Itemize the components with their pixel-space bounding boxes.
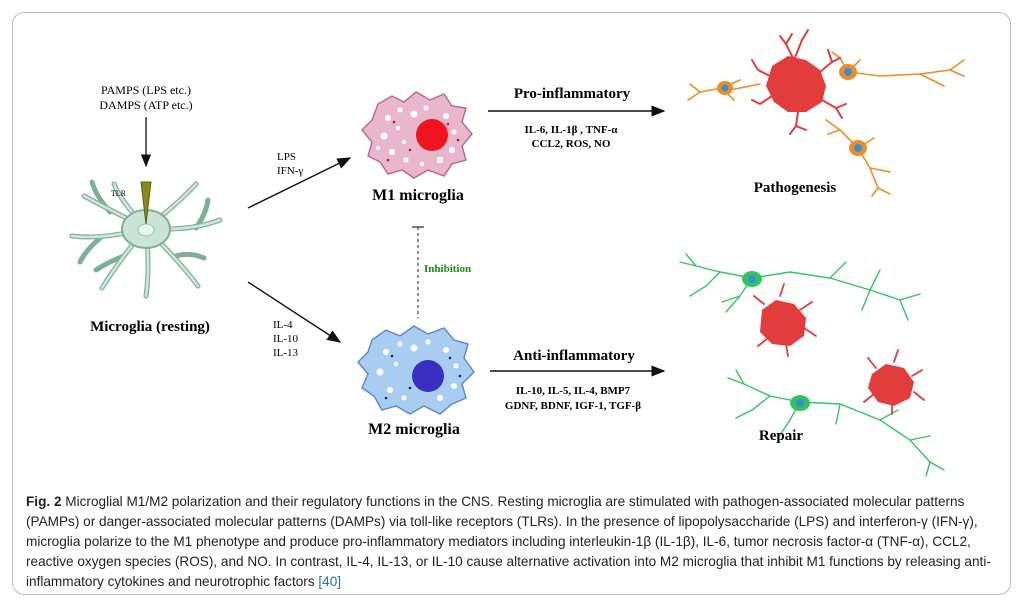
m2-stimulus-il13: IL-13 [273, 347, 299, 359]
tlr-receptor-icon [140, 181, 152, 225]
figure-caption: Fig. 2 Microglial M1/M2 polarization and… [26, 492, 1001, 592]
pro-mediators-line2: CCL2, ROS, NO [532, 138, 611, 150]
inhibition-label: Inhibition [424, 263, 471, 275]
m1-stimulus-lps: LPS [277, 151, 296, 163]
m2-stimulus-il10: IL-10 [273, 333, 299, 345]
pathogenesis-label: Pathogenesis [754, 180, 837, 196]
damaged-neurons-icon [687, 51, 965, 197]
pamps-label: PAMPS (LPS etc.) [101, 83, 191, 97]
healthy-neurons-icon [679, 253, 945, 477]
m2-stimulus-il4: IL-4 [273, 319, 293, 331]
repair-label: Repair [759, 428, 804, 444]
inflamed-microglia-icon [751, 29, 847, 135]
pro-mediators-line1: IL-6, IL-1β , TNF-α [525, 124, 619, 136]
resting-label: Microglia (resting) [90, 319, 210, 335]
figure-label: Fig. 2 [26, 494, 62, 509]
damps-label-text: DAMPS (ATP etc.) [99, 98, 192, 112]
citation-link[interactable]: [40] [318, 574, 342, 589]
arrow-to-m2 [247, 281, 342, 343]
recovering-microglia-icon [753, 283, 925, 415]
anti-mediators-line2: GDNF, BDNF, IGF-1, TGF-β [505, 400, 641, 412]
m2-label: M2 microglia [368, 421, 460, 438]
figure-frame [12, 12, 1011, 595]
arrow-to-m1 [247, 157, 352, 209]
m1-label: M1 microglia [372, 187, 464, 204]
resting-microglia-icon [69, 179, 223, 299]
anti-inflammatory-title: Anti-inflammatory [513, 348, 635, 364]
m1-stimulus-ifn: IFN-γ [277, 165, 303, 177]
m2-microglia-icon [357, 325, 475, 415]
tlr-label: TLR [111, 189, 127, 198]
anti-mediators-line1: IL-10, IL-5, IL-4, BMP7 [516, 385, 631, 397]
pro-inflammatory-title: Pro-inflammatory [514, 86, 631, 102]
caption-text: Microglial M1/M2 polarization and their … [26, 494, 991, 589]
m1-microglia-icon [361, 91, 473, 179]
